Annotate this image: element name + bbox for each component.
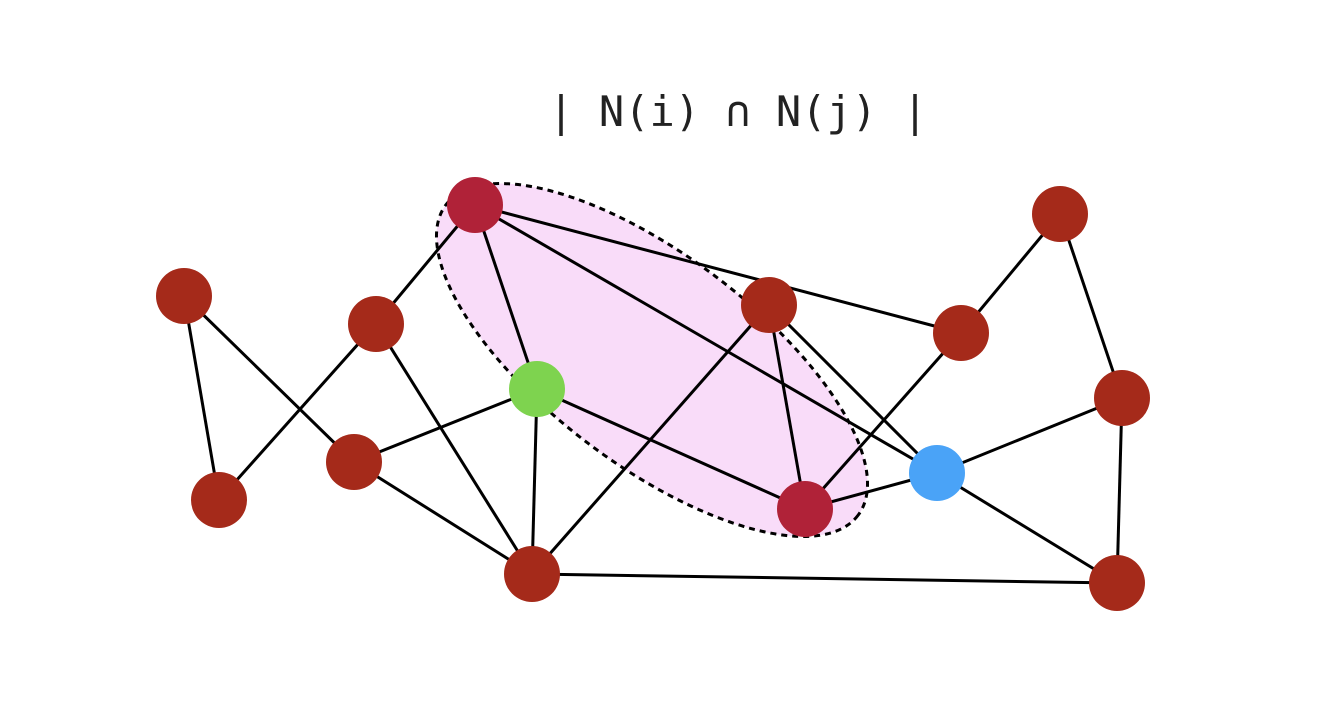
edge-n3-n7 bbox=[374, 323, 534, 575]
node-n9-common-neighbor bbox=[777, 481, 833, 537]
edge-n13-n14 bbox=[1115, 397, 1124, 584]
diagram-title: | N(i) ∩ N(j) | bbox=[548, 87, 927, 136]
node-n1-default bbox=[156, 268, 212, 324]
nodes bbox=[156, 177, 1150, 611]
edges bbox=[182, 203, 1124, 585]
edge-n11-n13 bbox=[936, 396, 1123, 475]
edge-n2-n3 bbox=[217, 323, 378, 501]
edge-n1-n4 bbox=[182, 294, 356, 464]
edge-n5-n11 bbox=[474, 203, 938, 475]
node-n13-default bbox=[1094, 370, 1150, 426]
node-n8-default bbox=[741, 277, 797, 333]
node-n4-default bbox=[326, 434, 382, 490]
edge-n7-n8 bbox=[530, 304, 771, 575]
node-n7-default bbox=[504, 546, 560, 602]
node-n5-common-neighbor bbox=[447, 177, 503, 233]
edge-n8-n11 bbox=[767, 303, 939, 475]
edge-n12-n13 bbox=[1058, 213, 1124, 399]
node-n10-default bbox=[933, 305, 989, 361]
node-n12-default bbox=[1032, 186, 1088, 242]
node-n6-node-i bbox=[509, 361, 565, 417]
edge-n8-n9 bbox=[767, 304, 807, 510]
edge-n4-n6 bbox=[353, 387, 538, 464]
edge-n9-n10 bbox=[803, 332, 963, 510]
node-n3-default bbox=[348, 296, 404, 352]
node-n14-default bbox=[1089, 555, 1145, 611]
edge-n7-n14 bbox=[531, 572, 1118, 585]
node-n2-default bbox=[191, 472, 247, 528]
common-neighbors-highlight bbox=[434, 182, 870, 538]
node-n11-node-j bbox=[909, 445, 965, 501]
edge-n5-n10 bbox=[474, 203, 962, 335]
edge-n5-n6 bbox=[473, 204, 539, 390]
edge-n6-n9 bbox=[536, 387, 806, 511]
edge-n1-n2 bbox=[182, 295, 221, 501]
edge-n6-n7 bbox=[530, 388, 539, 575]
edge-n4-n7 bbox=[353, 460, 533, 576]
edge-n11-n14 bbox=[936, 471, 1118, 585]
